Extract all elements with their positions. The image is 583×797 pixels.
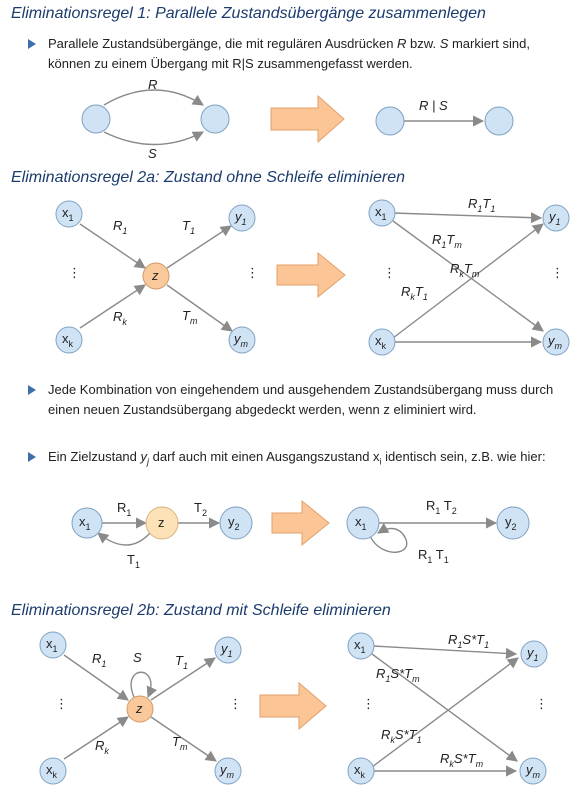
svg-text:⋮: ⋮ bbox=[383, 265, 396, 280]
svg-text:y2: y2 bbox=[505, 514, 517, 532]
svg-text:x1: x1 bbox=[46, 636, 58, 654]
rule2b-diagram: x1 xk z y1 ym R1 Rk S T1 Tm ⋮ ⋮ x1 xk y1… bbox=[39, 631, 548, 785]
svg-text:ym: ym bbox=[547, 333, 563, 351]
svg-text:⋮: ⋮ bbox=[68, 265, 81, 280]
state-left-result bbox=[375, 106, 405, 136]
svg-text:⋮: ⋮ bbox=[551, 265, 564, 280]
svg-text:R1: R1 bbox=[113, 218, 127, 236]
label-rs: R | S bbox=[419, 98, 448, 113]
state-ym bbox=[228, 326, 256, 354]
svg-text:⋮: ⋮ bbox=[535, 696, 548, 711]
state-right bbox=[200, 104, 230, 134]
svg-text:T2: T2 bbox=[194, 500, 207, 518]
svg-text:T1: T1 bbox=[127, 552, 140, 570]
state-xk bbox=[55, 326, 83, 354]
svg-text:xk: xk bbox=[375, 333, 387, 351]
transform-arrow-icon bbox=[276, 251, 346, 299]
svg-text:R1S*Tm: R1S*Tm bbox=[376, 666, 420, 684]
svg-text:RkS*Tm: RkS*Tm bbox=[440, 751, 484, 769]
state-right-result bbox=[484, 106, 514, 136]
rule2a-heading: Eliminationsregel 2a: Zustand ohne Schle… bbox=[11, 169, 405, 186]
bullet-triangle-icon bbox=[28, 452, 36, 462]
svg-text:z: z bbox=[135, 701, 143, 716]
svg-text:R1: R1 bbox=[92, 651, 106, 669]
label-s: S bbox=[148, 146, 157, 161]
svg-text:x1: x1 bbox=[79, 514, 91, 532]
svg-text:z: z bbox=[158, 515, 165, 530]
svg-text:RkTm: RkTm bbox=[450, 261, 480, 279]
rule1-bullet: Parallele Zustandsübergänge, die mit reg… bbox=[28, 34, 568, 74]
rule2a-example-diagram: x1 z y2 R1 T2 T1 x1 y2 R1 T2 R1 T1 bbox=[71, 498, 530, 570]
svg-text:xk: xk bbox=[46, 762, 58, 780]
svg-text:⋮: ⋮ bbox=[55, 696, 68, 711]
svg-text:⋮: ⋮ bbox=[362, 696, 375, 711]
svg-text:y1: y1 bbox=[234, 209, 247, 227]
bullet-triangle-icon bbox=[28, 39, 36, 49]
svg-text:ym: ym bbox=[233, 331, 249, 349]
svg-text:R1S*T1: R1S*T1 bbox=[448, 632, 489, 650]
svg-text:RkS*T1: RkS*T1 bbox=[381, 727, 422, 745]
svg-text:y1: y1 bbox=[526, 645, 539, 663]
transform-arrow-icon bbox=[270, 94, 345, 144]
svg-text:R1Tm: R1Tm bbox=[432, 232, 462, 250]
svg-text:⋮: ⋮ bbox=[229, 696, 242, 711]
svg-text:Tm: Tm bbox=[182, 308, 198, 326]
svg-text:T1: T1 bbox=[175, 653, 188, 671]
state-z bbox=[142, 262, 170, 290]
svg-text:xk: xk bbox=[62, 331, 74, 349]
rule2b-heading: Eliminationsregel 2b: Zustand mit Schlei… bbox=[11, 602, 391, 619]
label-r: R bbox=[148, 77, 157, 92]
svg-text:x1: x1 bbox=[62, 205, 74, 223]
svg-text:x1: x1 bbox=[355, 514, 367, 532]
svg-text:R1 T2: R1 T2 bbox=[426, 498, 457, 516]
rule1-heading: Eliminationsregel 1: Parallele Zustandsü… bbox=[11, 5, 486, 22]
svg-text:xk: xk bbox=[354, 762, 366, 780]
svg-text:x1: x1 bbox=[354, 637, 366, 655]
svg-text:R1 T1: R1 T1 bbox=[418, 547, 449, 565]
edge-s bbox=[103, 131, 204, 146]
transform-arrow-icon bbox=[259, 681, 327, 731]
svg-text:S: S bbox=[133, 650, 142, 665]
svg-text:ym: ym bbox=[219, 762, 235, 780]
svg-text:R1T1: R1T1 bbox=[468, 196, 495, 214]
svg-text:z: z bbox=[151, 268, 159, 283]
rule1-diagram: R S R | S bbox=[81, 77, 514, 161]
edge-r bbox=[103, 89, 204, 106]
svg-text:Rk: Rk bbox=[95, 738, 109, 756]
svg-text:y1: y1 bbox=[220, 641, 233, 659]
bullet-triangle-icon bbox=[28, 385, 36, 395]
state-y1 bbox=[228, 204, 256, 232]
state-left bbox=[81, 104, 111, 134]
svg-text:⋮: ⋮ bbox=[246, 265, 259, 280]
state-x1 bbox=[55, 200, 83, 228]
svg-text:Rk: Rk bbox=[113, 309, 127, 327]
svg-text:x1: x1 bbox=[375, 204, 387, 222]
transform-arrow-icon bbox=[271, 499, 330, 547]
rule2a-diagram: x1 xk z y1 ym R1 Rk T1 Tm ⋮ ⋮ x1 xk y1 y… bbox=[55, 196, 570, 356]
svg-text:ym: ym bbox=[525, 762, 541, 780]
svg-text:R1: R1 bbox=[117, 500, 131, 518]
svg-text:Tm: Tm bbox=[172, 734, 188, 752]
svg-text:RkT1: RkT1 bbox=[401, 284, 428, 302]
svg-text:y1: y1 bbox=[548, 209, 561, 227]
rule2a-bullet-2: Ein Zielzustand yj darf auch mit einen A… bbox=[28, 447, 568, 472]
rule2a-bullet-1: Jede Kombination von eingehendem und aus… bbox=[28, 380, 568, 420]
svg-text:y2: y2 bbox=[228, 514, 240, 532]
svg-text:T1: T1 bbox=[182, 218, 195, 236]
